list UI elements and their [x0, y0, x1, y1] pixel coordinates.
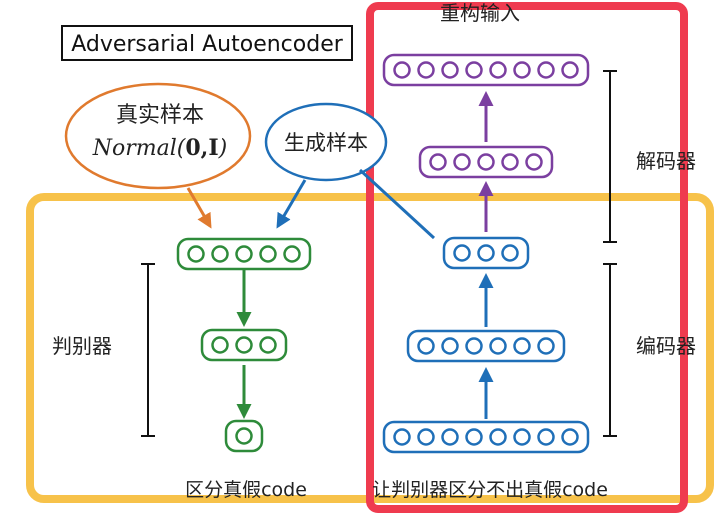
encoder-input-layer-unit — [561, 428, 579, 446]
code-layer — [442, 236, 530, 270]
encoder-input-layer-unit — [489, 428, 507, 446]
decoder-hidden-layer-unit — [477, 153, 495, 171]
encoder-input-layer-unit — [417, 428, 435, 446]
disc-input-layer-unit — [283, 245, 301, 263]
reconstruction-layer-unit — [465, 61, 483, 79]
fool-caption: 让判别器区分不出真假code — [372, 479, 608, 501]
disc-hidden-layer — [200, 328, 288, 362]
normal-formula: Normal(0,I) — [92, 135, 227, 161]
disc-output-layer — [224, 419, 264, 453]
reconstruct-label: 重构输入 — [440, 1, 520, 25]
disc-hidden-layer-unit — [235, 336, 253, 354]
encoder-hidden-layer-unit — [489, 337, 507, 355]
disc-output-layer-unit — [235, 427, 253, 445]
encoder-hidden-layer-unit — [417, 337, 435, 355]
encoder-input-layer-unit — [465, 428, 483, 446]
decoder-bracket — [603, 70, 617, 243]
reconstruction-layer-unit — [513, 61, 531, 79]
encoder-label: 编码器 — [636, 334, 696, 358]
network-layers — [176, 53, 590, 454]
generated-sample-label: 生成样本 — [284, 131, 368, 155]
decoder-hidden-layer — [418, 145, 554, 179]
encoder-hidden-layer — [406, 329, 566, 363]
encoder-input-layer-unit — [441, 428, 459, 446]
encoder-bracket — [603, 263, 617, 437]
decoder-hidden-layer-unit — [453, 153, 471, 171]
reconstruction-layer-unit — [393, 61, 411, 79]
disc-input-layer-unit — [259, 245, 277, 263]
real-sample-label: 真实样本 — [116, 103, 204, 128]
code-layer-unit — [477, 244, 495, 262]
encoder-input-layer — [382, 420, 590, 454]
generated-to-disc-arrow — [276, 179, 307, 229]
reconstruction-layer-unit — [561, 61, 579, 79]
reconstruction-layer-box — [382, 53, 590, 87]
real-sample-ellipse — [64, 82, 252, 190]
disc-input-layer-unit — [235, 245, 253, 263]
encoder-hidden-layer-unit — [537, 337, 555, 355]
discriminator-bracket — [141, 263, 155, 437]
encoder-input-layer-box — [382, 420, 590, 454]
disc-hidden-layer-unit — [259, 336, 277, 354]
discriminator-label: 判别器 — [52, 334, 112, 358]
decoder-hidden-layer-unit — [429, 153, 447, 171]
title-box — [61, 25, 353, 61]
encoder-input-layer-unit — [537, 428, 555, 446]
reconstruction-layer-unit — [417, 61, 435, 79]
disc-input-layer-unit — [211, 245, 229, 263]
encoder-input-layer-unit — [393, 428, 411, 446]
encoder-input-layer-unit — [513, 428, 531, 446]
code-layer-unit — [453, 244, 471, 262]
reconstruction-layer — [382, 53, 590, 87]
generated-sample-ellipse — [264, 102, 388, 182]
decoder-hidden-layer-unit — [501, 153, 519, 171]
code-layer-unit — [501, 244, 519, 262]
encoder-hidden-layer-unit — [465, 337, 483, 355]
reconstruction-layer-unit — [489, 61, 507, 79]
code-to-generated-line — [358, 168, 436, 240]
disc-input-layer — [176, 237, 312, 271]
encoder-hidden-layer-unit — [513, 337, 531, 355]
diagram-title: Adversarial Autoencoder — [71, 32, 344, 57]
discriminate-caption: 区分真假code — [185, 479, 307, 501]
disc-input-layer-unit — [187, 245, 205, 263]
encoder-hidden-layer-unit — [441, 337, 459, 355]
reconstruction-layer-unit — [441, 61, 459, 79]
decoder-hidden-layer-unit — [525, 153, 543, 171]
autoencoder-region — [366, 2, 688, 513]
reconstruction-layer-unit — [537, 61, 555, 79]
disc-hidden-layer-unit — [211, 336, 229, 354]
real-to-disc-arrow — [186, 187, 212, 229]
decoder-label: 解码器 — [636, 149, 696, 173]
